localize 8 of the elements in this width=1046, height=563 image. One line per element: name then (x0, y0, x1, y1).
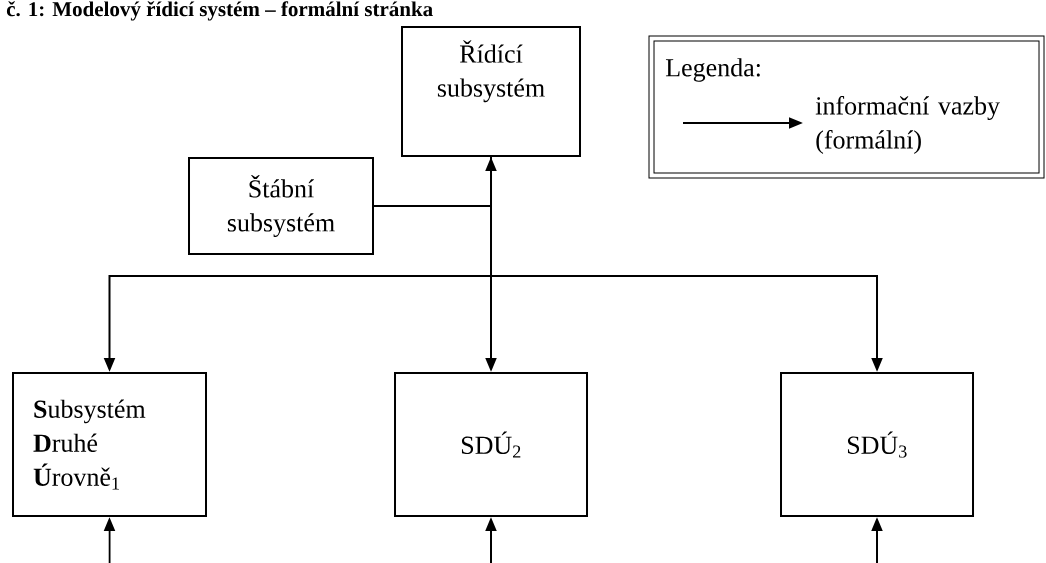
legend-text: informační vazby (formální) (815, 96, 1000, 154)
title: č. 1: Modelový řídicí systém – formální stránka (6, 1, 433, 21)
subsystem-box: SDÚ$_{2}$ (394, 372, 588, 517)
control-box: Řídící subsystém (401, 26, 581, 157)
subsystem-box: SDÚ$_{3}$ (780, 372, 974, 517)
subsystem-box: Subsystém Druhé Úrovně$_{1}$ (12, 372, 207, 517)
legend-title: Legenda: (665, 58, 760, 82)
staff-box: Štábní subsystém (188, 157, 374, 255)
